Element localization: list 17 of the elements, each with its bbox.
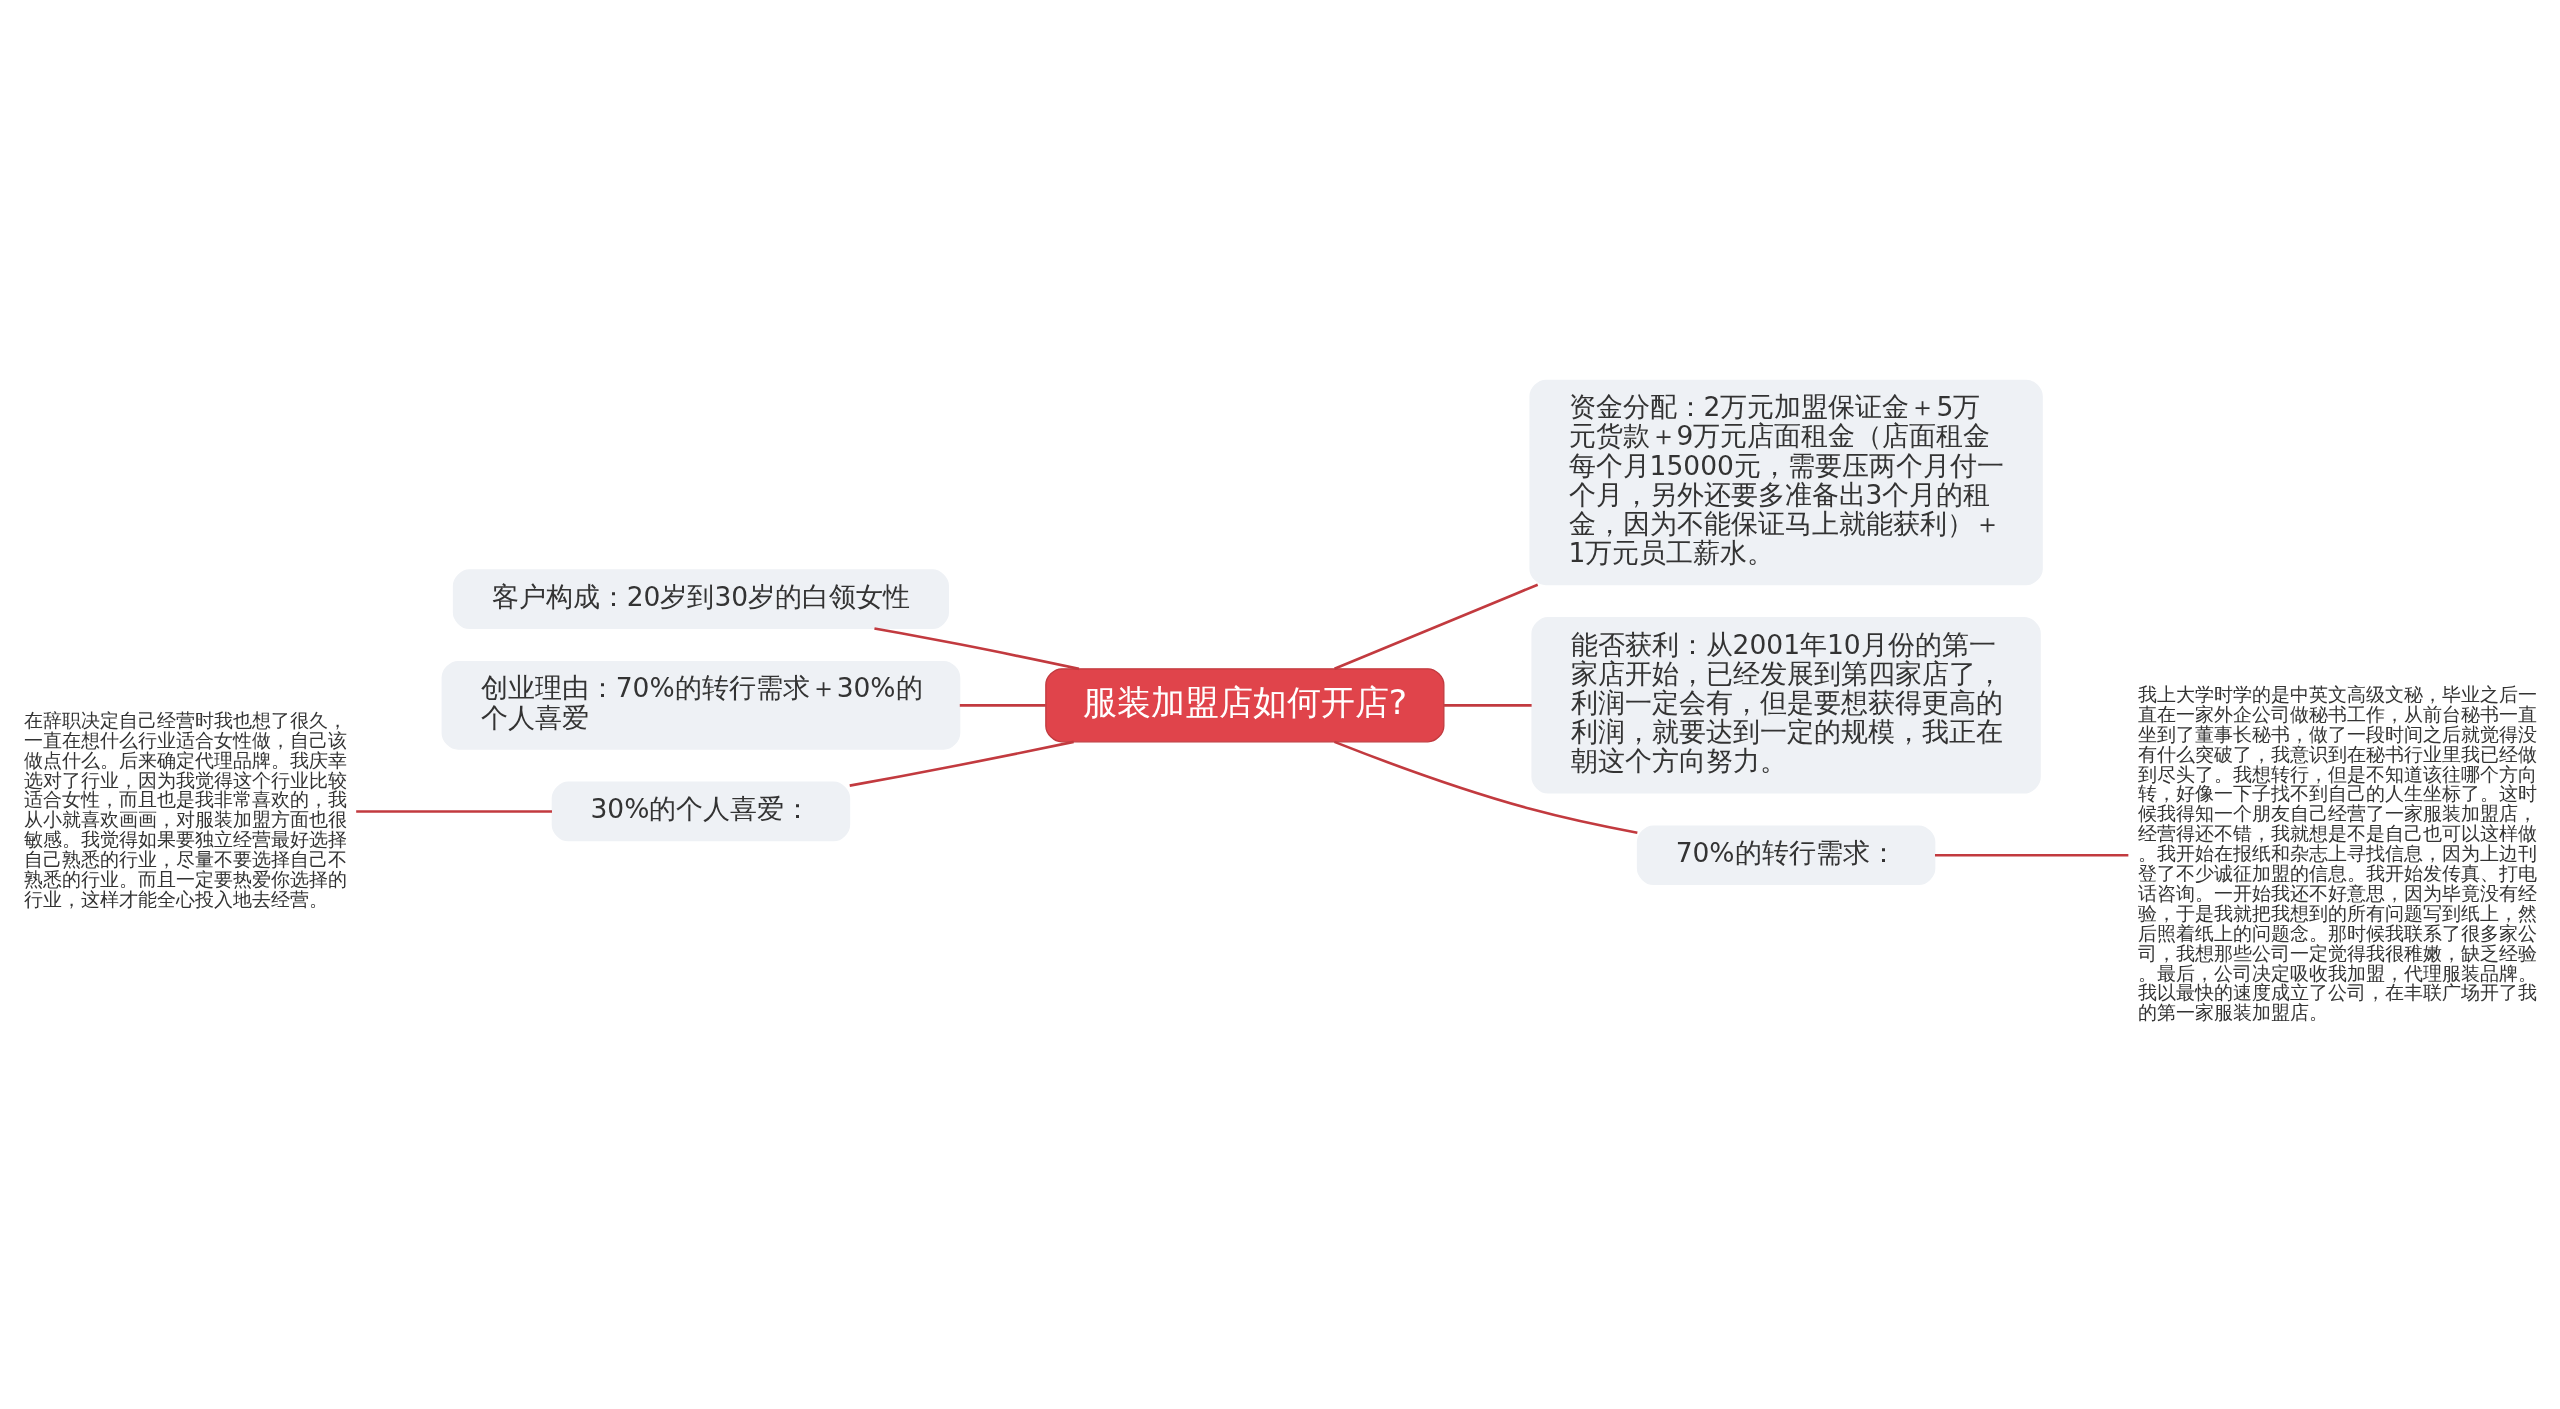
connector [959, 703, 1046, 707]
node-text: 在辞职决定自己经营时我也想了很久，一直在想什么行业适合女性做，自己该做点什么。后来确定代理品牌。我庆幸选对了行业，因为我觉得这个行业比较适合女性，而且也是我非常喜欢的，我从小就喜欢画画，对服装加盟方面也很敏感。我觉得如果要独立经营最好选择自己熟悉的行业，尽量不要选择自己不熟悉的行业。而且一定要热爱你选择的行业，这样才能全心投入地去经营。 [24, 709, 348, 910]
node-box: 30%的个人喜爱： [551, 781, 851, 841]
connector [356, 809, 552, 813]
node-box: 创业理由：70%的转行需求＋30%的个人喜爱 [441, 660, 961, 750]
node-text: 我上大学时学的是中英文高级文秘，毕业之后一直在一家外企公司做秘书工作，从前台秘书一直坐到了董事长秘书，做了一段时间之后就觉得没有什么突破了，我意识到在秘书行业里我已经做到尽头了。我想转行，但是不知道该往哪个方向转，好像一下子找不到自己的人生坐标了。这时候我得知一个朋友自己经营了一家服装加盟店，经营得还不错，我就想是不是自己也可以这样做。我开始在报纸和杂志上寻找信息，因为上边刊登了不少诚征加盟的信息。我开始发传真、打电话咨询。一开始我还不好意思，因为毕竟没有经验，于是我就把我想到的所有问题写到纸上，然后照着纸上的问题念。那时候我联系了很多家公司，我想那些公司一定觉得我很稚嫩，缺乏经验。最后，公司决定吸收我加盟，代理服装品牌。我以最快的速度成立了公司，在丰联广场开了我的第一家服装加盟店。 [2137, 683, 2537, 1023]
node-box: 服装加盟店如何开店? [1045, 667, 1445, 742]
connector [1333, 740, 1638, 834]
connector [874, 626, 1080, 670]
node-box: 资金分配：2万元加盟保证金＋5万元货款＋9万元店面租金（店面租金每个月15000元，需要压两个月付一个月，另外还要多准备出3个月的租金，因为不能保证马上就能获利）＋1万元员工薪水。 [1529, 379, 2043, 585]
connector [1935, 853, 2129, 857]
connector [849, 740, 1074, 787]
node-box: 能否获利：从2001年10月份的第一家店开始，已经发展到第四家店了，利润一定会有，但是要想获得更高的利润，就要达到一定的规模，我正在朝这个方向努力。 [1531, 616, 2041, 794]
connector [1334, 582, 1539, 670]
node-box: 客户构成：20岁到30岁的白领女性 [452, 568, 949, 629]
node-box: 70%的转行需求： [1636, 824, 1936, 885]
connector [1444, 703, 1532, 707]
